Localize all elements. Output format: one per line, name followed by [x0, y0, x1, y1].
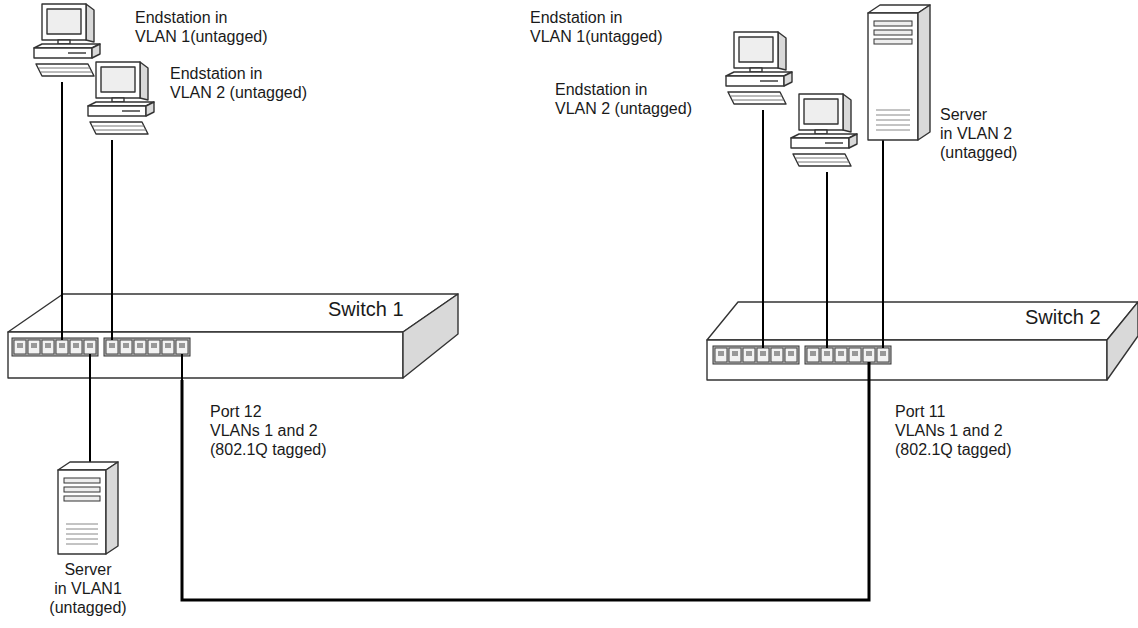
device-label: Endstation in VLAN 2 (untagged) — [555, 80, 692, 118]
cable — [182, 380, 869, 600]
port-label: Port 12 VLANs 1 and 2 (802.1Q tagged) — [210, 402, 327, 459]
text-line: VLAN 2 (untagged) — [170, 83, 307, 102]
text-line: Endstation in — [530, 8, 663, 27]
endstation-node: Endstation in VLAN 2 (untagged) — [785, 92, 865, 172]
text-line: Port 12 — [210, 402, 327, 421]
computer-icon — [82, 60, 162, 140]
device-label: Server in VLAN1 (untagged) — [49, 560, 126, 617]
computer-icon — [785, 92, 865, 172]
text-line: VLAN 2 (untagged) — [555, 99, 692, 118]
computer-icon — [720, 30, 800, 110]
device-label: Server in VLAN 2 (untagged) — [940, 105, 1017, 162]
cable — [111, 140, 113, 290]
text-line: Port 11 — [895, 402, 1012, 421]
cable — [61, 82, 63, 290]
endstation-node: Endstation in VLAN 2 (untagged) — [82, 60, 162, 140]
text-line: Endstation in — [135, 8, 268, 27]
cable — [762, 110, 764, 298]
switch-node: Switch 2 — [707, 298, 1138, 382]
text-line: (802.1Q tagged) — [210, 440, 327, 459]
text-line: Switch 1 — [328, 298, 404, 321]
endstation-node: Endstation in VLAN 1(untagged) — [720, 30, 800, 110]
text-line: VLAN 1(untagged) — [135, 27, 268, 46]
device-label: Endstation in VLAN 1(untagged) — [135, 8, 268, 46]
text-line: in VLAN1 — [49, 579, 126, 598]
cable — [89, 380, 91, 462]
cable — [882, 140, 884, 298]
server-icon — [868, 5, 930, 140]
device-label: Endstation in VLAN 2 (untagged) — [170, 64, 307, 102]
text-line: Server — [49, 560, 126, 579]
switch-label: Switch 2 — [1025, 306, 1101, 329]
text-line: VLAN 1(untagged) — [530, 27, 663, 46]
text-line: (untagged) — [49, 598, 126, 617]
switch-label: Switch 1 — [328, 298, 404, 321]
text-line: (untagged) — [940, 143, 1017, 162]
text-line: in VLAN 2 — [940, 124, 1017, 143]
text-line: VLANs 1 and 2 — [895, 421, 1012, 440]
cable — [826, 172, 828, 298]
text-line: Endstation in — [170, 64, 307, 83]
server-node: Server in VLAN1 (untagged) — [58, 462, 118, 554]
text-line: Switch 2 — [1025, 306, 1101, 329]
text-line: Endstation in — [555, 80, 692, 99]
server-node: Server in VLAN 2 (untagged) — [868, 5, 930, 140]
device-label: Endstation in VLAN 1(untagged) — [530, 8, 663, 46]
port-label: Port 11 VLANs 1 and 2 (802.1Q tagged) — [895, 402, 1012, 459]
server-icon — [58, 462, 118, 554]
text-line: Server — [940, 105, 1017, 124]
text-line: VLANs 1 and 2 — [210, 421, 327, 440]
text-line: (802.1Q tagged) — [895, 440, 1012, 459]
switch-node: Switch 1 — [8, 290, 458, 380]
